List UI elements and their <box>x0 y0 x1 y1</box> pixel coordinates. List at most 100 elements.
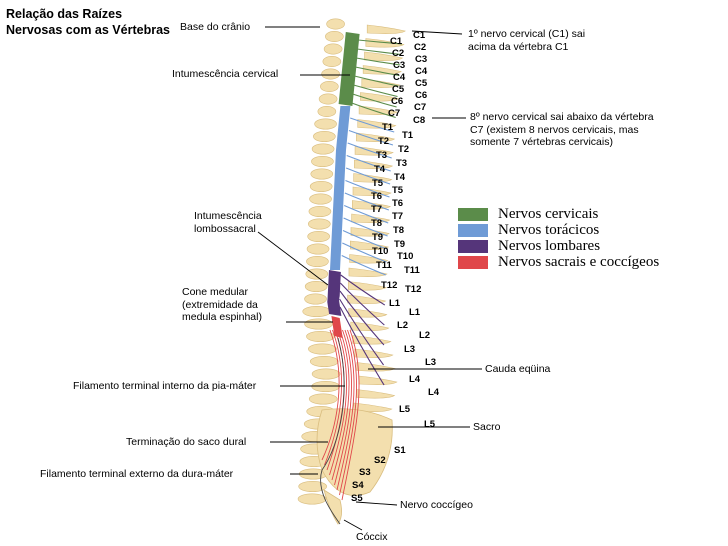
label-c8-note: 8º nervo cervical sai abaixo da vértebra… <box>470 111 654 149</box>
nerve-label-l5: L5 <box>424 419 436 430</box>
legend-label-sacral: Nervos sacrais e coccígeos <box>498 253 660 270</box>
nerve-root-thoracic <box>346 154 391 172</box>
nerve-label-t10: T10 <box>397 251 414 262</box>
vertebral-body <box>326 18 345 30</box>
nerve-label-c7: C7 <box>414 102 427 113</box>
nerve-root-lumbar <box>340 274 386 306</box>
nerve-label-t2: T2 <box>398 144 410 155</box>
vertebral-body <box>321 68 340 80</box>
nerve-root-cervical <box>352 93 397 108</box>
vertebral-process <box>347 294 387 304</box>
cauda-equina-root <box>324 329 342 466</box>
nerve-root-lumbar <box>339 298 384 366</box>
nerve-label-c8: C8 <box>413 115 426 126</box>
nerve-root-cervical <box>356 57 401 66</box>
level-label-l1: L1 <box>389 298 401 309</box>
level-label-c7: C7 <box>388 108 401 119</box>
c8-note-line-3: somente 7 vértebras cervicais) <box>470 136 613 148</box>
level-label-t7: T7 <box>371 204 383 215</box>
nerve-root-cervical <box>351 102 396 119</box>
vertebral-process <box>350 227 390 237</box>
c1-note-line-1: 1º nervo cervical (C1) sai <box>468 28 586 40</box>
vertebral-process <box>358 105 398 115</box>
conus-line-1: Cone medular <box>182 286 248 298</box>
vertebral-body <box>309 193 332 205</box>
nerve-root-thoracic <box>345 167 391 185</box>
nerve-root-cervical <box>357 39 403 45</box>
nerve-root-thoracic <box>344 204 389 224</box>
level-label-t3: T3 <box>376 150 388 161</box>
level-label-c2: C2 <box>392 48 405 59</box>
cord-segment-sacral <box>331 316 343 338</box>
level-label-t4: T4 <box>374 164 386 175</box>
nerve-label-t12: T12 <box>405 284 422 295</box>
cauda-equina-root <box>336 329 355 491</box>
nerve-label-c4: C4 <box>415 66 428 77</box>
level-label-c6: C6 <box>391 96 404 107</box>
level-label-s1: S1 <box>394 445 406 456</box>
level-label-s4: S4 <box>352 480 364 491</box>
label-filum-terminale-externum: Filamento terminal externo da dura-máter <box>40 468 234 480</box>
nerve-label-l2: L2 <box>419 330 431 341</box>
level-label-t5: T5 <box>372 178 384 189</box>
c8-note-line-1: 8º nervo cervical sai abaixo da vértebra <box>470 111 654 123</box>
cord-segment-thoracic <box>330 106 351 270</box>
vertebral-body <box>308 393 338 405</box>
cauda-equina-root <box>341 329 360 501</box>
nerve-root-thoracic <box>350 117 395 133</box>
label-conus-medullaris: Cone medular (extremidade da medula espi… <box>182 286 262 324</box>
vertebral-body <box>310 168 334 180</box>
level-label-t2: T2 <box>378 136 390 147</box>
vertebral-body <box>322 55 342 67</box>
vertebral-body <box>311 143 335 155</box>
vertebral-body <box>309 355 339 367</box>
level-label-t11: T11 <box>376 260 392 271</box>
vertebral-process <box>358 375 398 385</box>
nerve-label-c1: C1 <box>413 30 426 41</box>
vertebral-body <box>318 93 338 105</box>
vertebral-body <box>306 330 335 342</box>
vertebral-body <box>308 206 332 218</box>
level-label-c4: C4 <box>393 72 406 83</box>
nerve-label-t9: T9 <box>394 239 406 250</box>
level-label-t6: T6 <box>371 191 383 202</box>
level-label-t9: T9 <box>372 232 384 243</box>
vertebral-body <box>302 305 332 317</box>
label-sacrum: Sacro <box>473 421 501 433</box>
vertebral-process <box>366 24 406 34</box>
level-label-c3: C3 <box>393 60 406 71</box>
leader-c1-note <box>411 30 463 35</box>
nerve-label-c3: C3 <box>415 54 428 65</box>
nerve-root-thoracic <box>347 142 392 159</box>
c1-note-line-2: acima da vértebra C1 <box>468 40 569 53</box>
vertebral-process <box>354 348 394 358</box>
leader-coccygeal-nerve <box>355 501 398 506</box>
cauda-equina-root <box>321 329 340 461</box>
nerve-root-cervical <box>353 84 398 98</box>
nerve-label-t11: T11 <box>404 265 420 276</box>
nerve-root-thoracic <box>342 230 388 250</box>
lumbosacral-line-2: lombossacral <box>194 222 256 235</box>
nerve-label-c2: C2 <box>414 42 427 53</box>
legend-label-thoracic: Nervos torácicos <box>498 221 600 238</box>
nerve-label-t7: T7 <box>392 211 404 222</box>
vertebral-body <box>307 231 330 243</box>
legend-item-sacral: Nervos sacrais e coccígeos <box>458 254 659 270</box>
label-lumbosacral-enlargement: Intumescência lombossacral <box>194 210 262 235</box>
level-label-t8: T8 <box>371 218 383 229</box>
vertebral-body <box>297 493 327 505</box>
c8-note-line-2: C7 (existem 8 nervos cervicais, mas <box>470 123 639 136</box>
legend-swatch-cervical <box>458 207 488 221</box>
cauda-equina-root <box>334 329 352 486</box>
label-coccyx: Cóccix <box>356 531 388 543</box>
vertebral-body <box>309 181 333 193</box>
vertebral-body <box>308 343 337 355</box>
nerve-label-c5: C5 <box>415 78 428 89</box>
vertebral-process <box>349 254 389 264</box>
label-cervical-enlargement: Intumescência cervical <box>172 68 279 80</box>
vertebral-process <box>364 51 404 61</box>
legend: Nervos cervicais Nervos torácicos Nervos… <box>458 206 659 270</box>
nerve-root-thoracic <box>345 179 390 198</box>
legend-item-lumbar: Nervos lombares <box>458 238 659 254</box>
vertebral-process <box>350 321 390 331</box>
